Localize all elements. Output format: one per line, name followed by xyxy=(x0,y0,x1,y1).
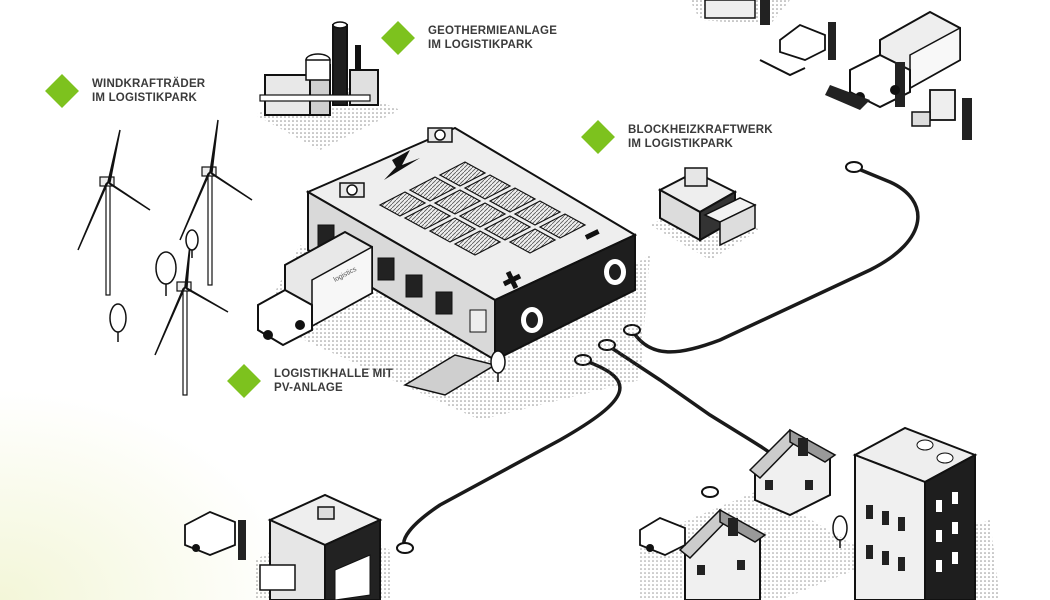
connector-node xyxy=(845,161,863,173)
parked-car xyxy=(639,516,686,556)
wind-turbine xyxy=(154,244,229,396)
house xyxy=(748,428,837,517)
green-diamond-marker-icon xyxy=(227,364,261,398)
plus-terminal-icon xyxy=(502,270,522,290)
connector-node xyxy=(701,486,719,498)
box-truck xyxy=(849,10,961,109)
green-diamond-marker-icon xyxy=(381,21,415,55)
connector-node xyxy=(396,542,414,554)
callout-blockheizkraftwerk-line2: IM LOGISTIKPARK xyxy=(628,138,734,150)
callout-blockheizkraftwerk-text: BLOCKHEIZKRAFTWERK IM LOGISTIKPARK xyxy=(628,123,773,151)
electric-car xyxy=(759,22,836,77)
callout-logistikhalle-line1: LOGISTIKHALLE MIT xyxy=(274,368,394,380)
callout-blockheizkraftwerk: BLOCKHEIZKRAFTWERK IM LOGISTIKPARK xyxy=(580,120,773,154)
callout-windkraft-line1: WINDKRAFTRÄDER xyxy=(92,78,206,90)
wind-turbine xyxy=(77,129,151,296)
trees xyxy=(109,229,848,548)
green-diamond-marker-icon xyxy=(581,120,615,154)
callout-geothermie: GEOTHERMIEANLAGE IM LOGISTIKPARK xyxy=(380,21,557,55)
geothermal-plant xyxy=(255,21,400,150)
callout-logistikhalle: LOGISTIKHALLE MIT PV-ANLAGE xyxy=(226,364,393,398)
callout-geothermie-line1: GEOTHERMIEANLAGE xyxy=(428,25,558,37)
house xyxy=(678,508,767,600)
pv-panels xyxy=(378,161,587,256)
delivery-truck: logistics xyxy=(257,230,373,347)
logistics-yard xyxy=(690,0,972,140)
van xyxy=(184,511,246,560)
shop-building xyxy=(184,493,390,600)
wind-turbine xyxy=(179,119,253,286)
callout-logistikhalle-text: LOGISTIKHALLE MIT PV-ANLAGE xyxy=(274,367,393,395)
roof-fan xyxy=(427,127,453,143)
cable-to-logistics-yard xyxy=(630,166,920,354)
roof-fan xyxy=(339,182,365,198)
green-diamond-marker-icon xyxy=(45,74,79,108)
callout-logistikhalle-line2: PV-ANLAGE xyxy=(274,382,343,394)
callout-windkraft: WINDKRAFTRÄDER IM LOGISTIKPARK xyxy=(44,74,205,108)
callout-geothermie-text: GEOTHERMIEANLAGE IM LOGISTIKPARK xyxy=(428,24,557,52)
loading-doors xyxy=(317,224,487,333)
callout-windkraft-text: WINDKRAFTRÄDER IM LOGISTIKPARK xyxy=(92,77,205,105)
apartment-building xyxy=(852,426,1000,600)
lightning-bolt-icon xyxy=(384,150,420,180)
callout-blockheizkraftwerk-line1: BLOCKHEIZKRAFTWERK xyxy=(628,124,773,136)
forklift xyxy=(911,89,972,140)
chp-plant xyxy=(650,167,760,260)
callout-windkraft-line2: IM LOGISTIKPARK xyxy=(92,92,198,104)
wind-turbines xyxy=(77,119,253,396)
residential-area xyxy=(639,428,880,600)
callout-geothermie-line2: IM LOGISTIKPARK xyxy=(428,39,534,51)
minus-terminal-icon xyxy=(584,229,600,240)
